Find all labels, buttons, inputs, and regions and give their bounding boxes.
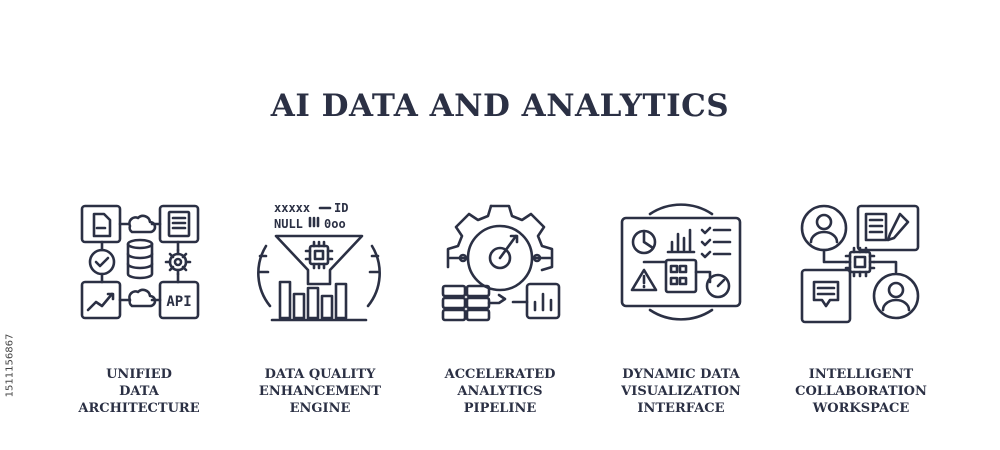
api-text: API — [166, 294, 191, 310]
unified-data-architecture-icon: API — [74, 196, 204, 330]
dashboard-visualization-icon — [616, 196, 746, 330]
stock-id: 1511156867 — [4, 333, 16, 398]
label-dynamic-data-visualization-interface: DYNAMIC DATA VISUALIZATION INTERFACE — [621, 367, 741, 416]
null-text: NULL — [274, 217, 303, 231]
zeros-text: 0oo — [324, 217, 346, 231]
data-quality-funnel-icon: xxxxx ID NULL 0oo — [254, 196, 384, 330]
label-unified-data-architecture: UNIFIED DATA ARCHITECTURE — [78, 367, 200, 416]
label-data-quality-enhancement-engine: DATA QUALITY ENHANCEMENT ENGINE — [258, 367, 382, 416]
page-title: AI DATA AND ANALYTICS — [270, 88, 730, 124]
icon-row: API xxxxx ID NULL 0oo — [0, 196, 1000, 330]
id-text: ID — [334, 201, 348, 215]
analytics-pipeline-gear-icon — [435, 196, 565, 330]
binary-text: xxxxx — [274, 201, 310, 215]
label-intelligent-collaboration-workspace: INTELLIGENT COLLABORATION WORKSPACE — [795, 367, 927, 416]
label-accelerated-analytics-pipeline: ACCELERATED ANALYTICS PIPELINE — [444, 367, 556, 416]
collaboration-workspace-icon — [796, 196, 926, 330]
